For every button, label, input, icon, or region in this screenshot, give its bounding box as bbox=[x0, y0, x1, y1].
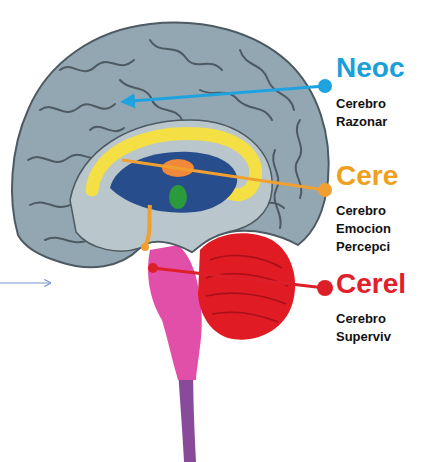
hypophysis-stalk bbox=[146, 205, 150, 244]
leader-dot-red-start bbox=[148, 263, 158, 273]
leader-dot-blue bbox=[318, 79, 332, 93]
leader-dot-orange bbox=[318, 183, 332, 197]
section-heading: Neoc bbox=[336, 52, 428, 84]
hypophysis bbox=[141, 243, 149, 251]
green-nucleus bbox=[169, 185, 187, 209]
cerebellum-folds bbox=[206, 256, 288, 322]
section-body: Cerebro Razonar bbox=[336, 95, 408, 131]
leader-line-blue bbox=[132, 86, 325, 101]
cerebrum bbox=[12, 23, 329, 268]
medial-surface bbox=[70, 120, 272, 252]
section-body: Cerebro Emocion Percepci bbox=[336, 202, 408, 256]
section-heading: Cerel bbox=[336, 268, 428, 300]
leader-dot-red bbox=[317, 280, 333, 296]
pointer-arrow bbox=[0, 282, 50, 283]
brainstem bbox=[148, 245, 202, 380]
section-body: Cerebro Superviv bbox=[336, 310, 408, 346]
section-heading: Cere bbox=[336, 160, 428, 192]
leader-line-red bbox=[153, 268, 325, 288]
leader-line-orange bbox=[122, 160, 325, 190]
cerebellum bbox=[198, 233, 295, 340]
